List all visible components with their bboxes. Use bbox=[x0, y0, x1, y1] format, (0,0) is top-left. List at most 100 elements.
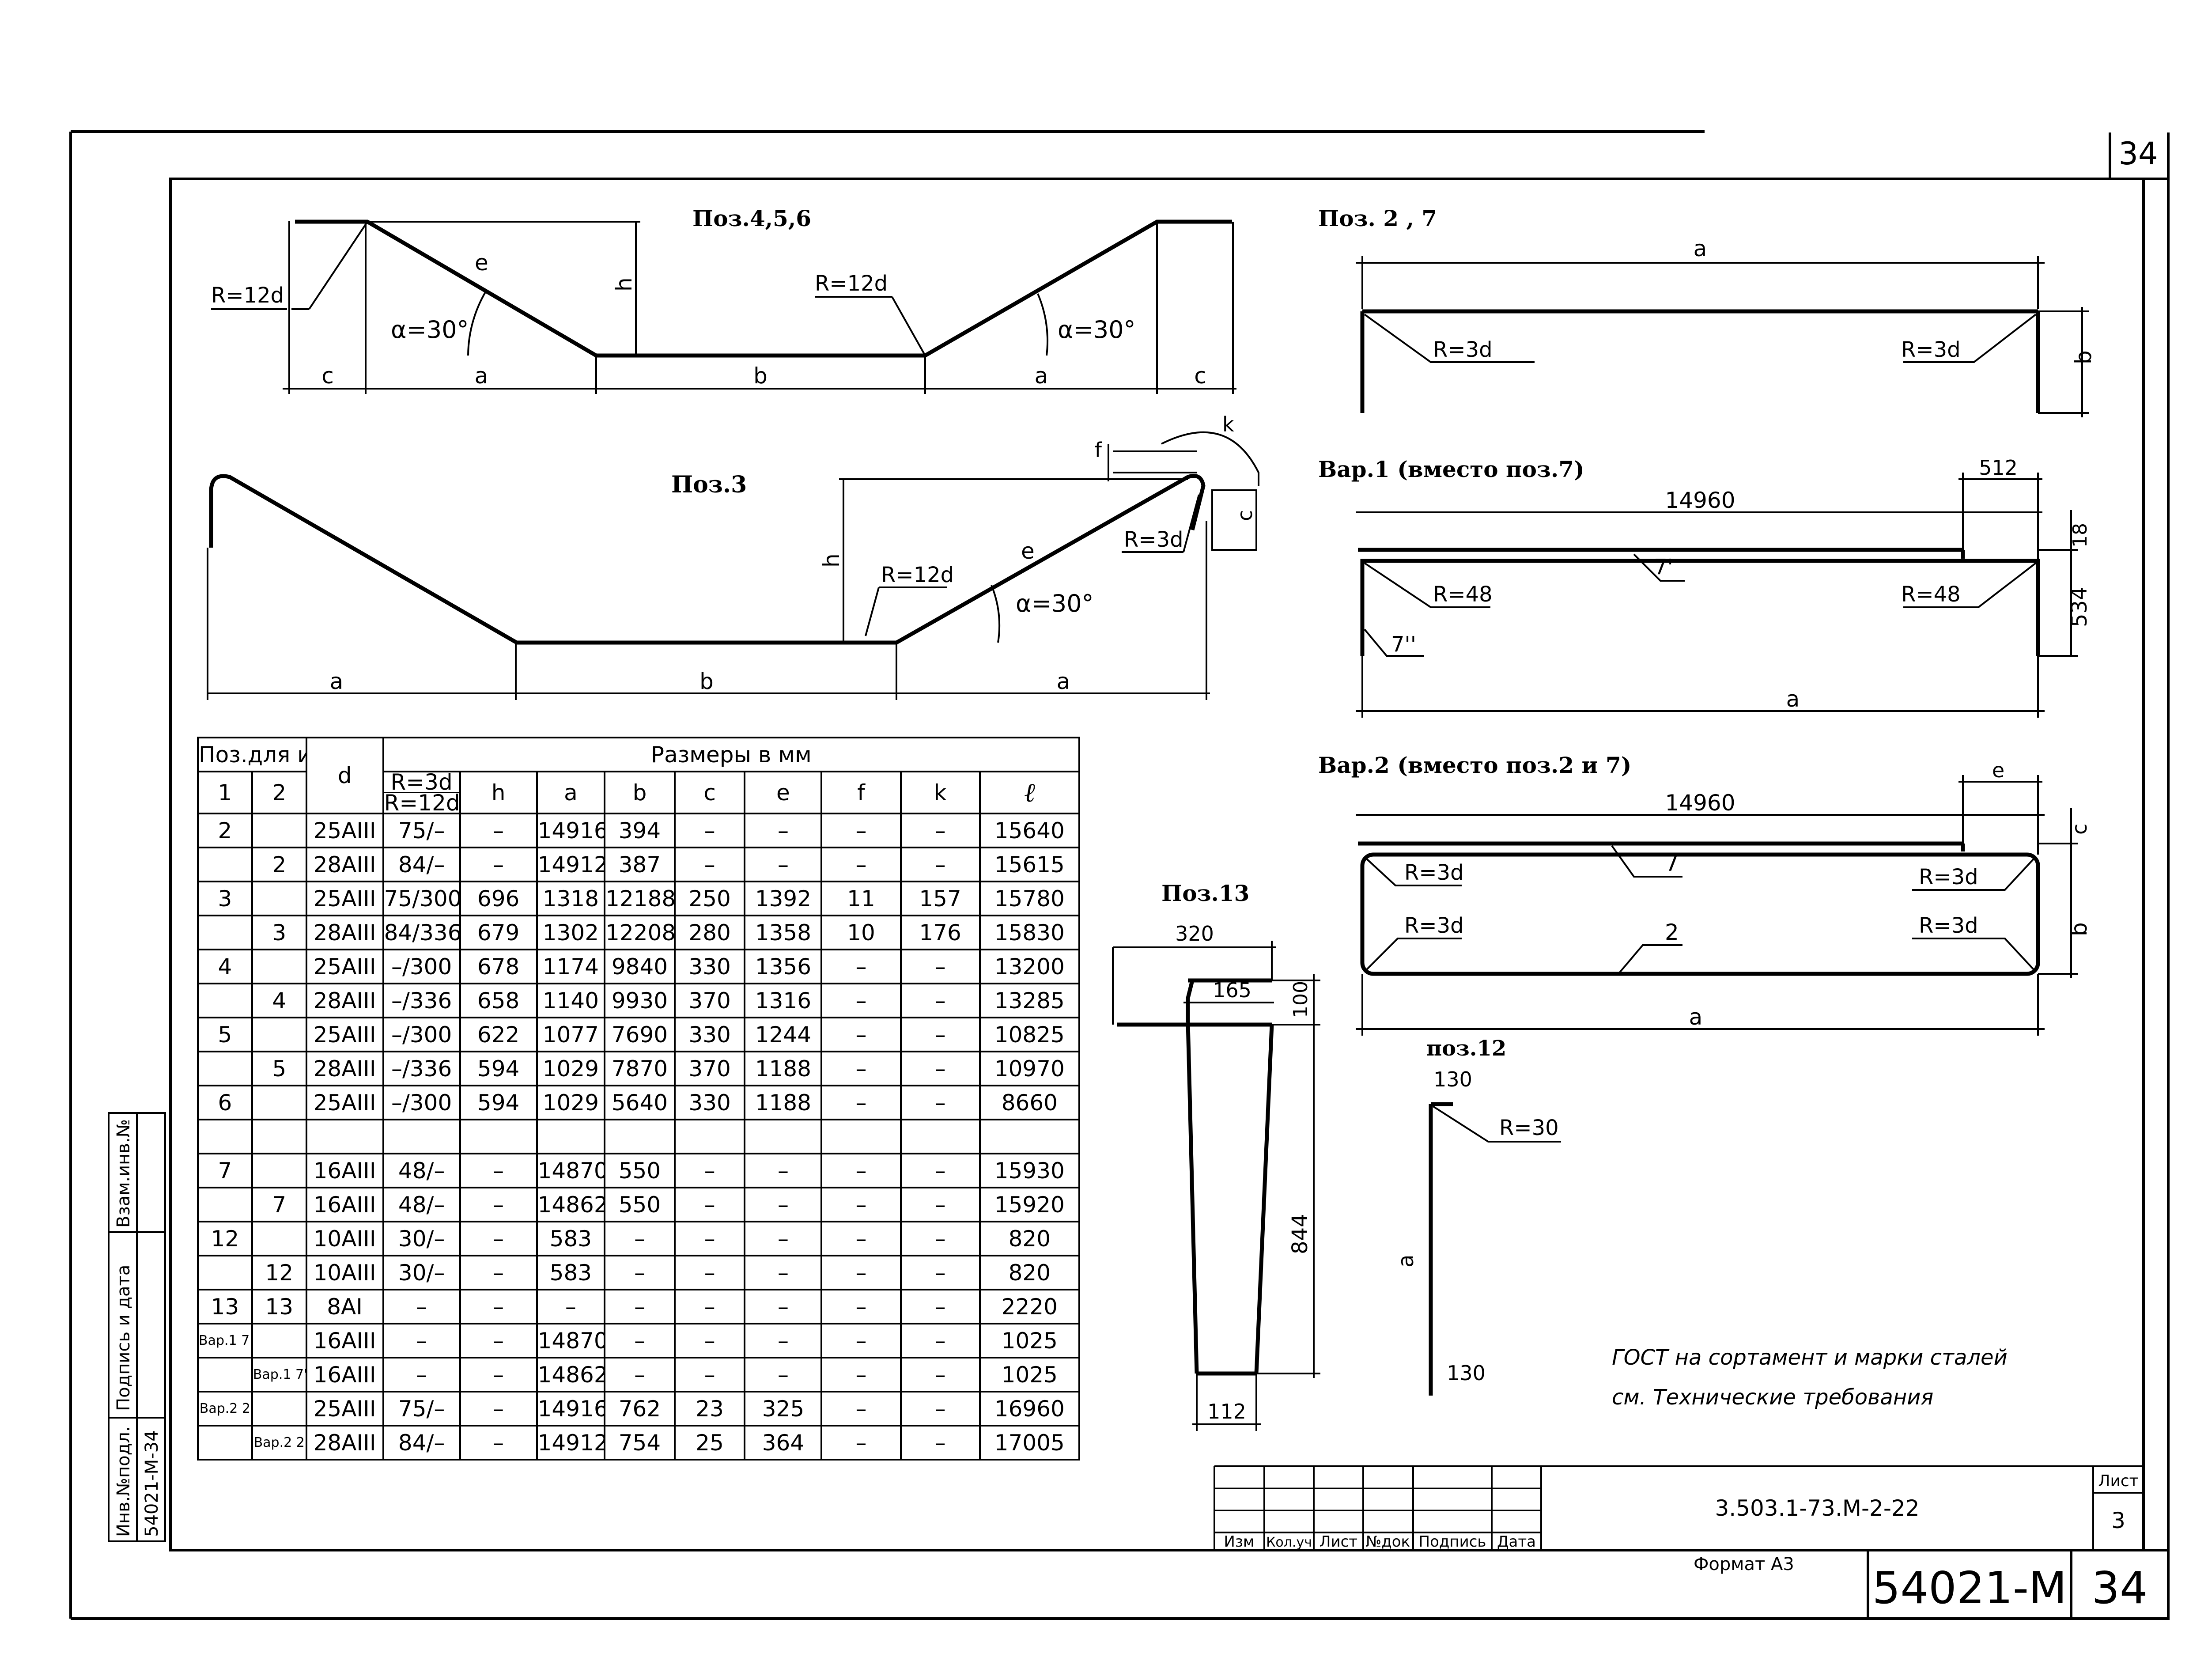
var2-p2: 2 bbox=[1665, 919, 1679, 945]
table-cell-h: 696 bbox=[459, 881, 538, 916]
pos13-drawing: Поз.13 320 165 100 844 112 bbox=[1112, 880, 1320, 1431]
side-stamp-inv-num: 54021-М-34 bbox=[142, 1430, 162, 1537]
pos13-left-side bbox=[1186, 1022, 1199, 1374]
pos456-angle-arc-right bbox=[1037, 293, 1048, 356]
table-cell-a: 14916 bbox=[536, 1391, 606, 1426]
table-cell-f bbox=[820, 1119, 902, 1154]
table-cell-c: – bbox=[673, 1255, 746, 1290]
side-stamp-vzam: Взам.инв.№ bbox=[113, 1119, 134, 1228]
table-cell-p1 bbox=[197, 1255, 253, 1290]
table-cell-f: – bbox=[820, 983, 902, 1018]
table-cell-l: 820 bbox=[979, 1255, 1081, 1290]
table-cell-k: – bbox=[900, 1051, 981, 1086]
table-cell-r: –/300 bbox=[382, 1085, 461, 1120]
table-cell-r: –/336 bbox=[382, 1051, 461, 1086]
table-col-d: d bbox=[305, 737, 384, 814]
table-cell-k: – bbox=[900, 1221, 981, 1256]
bottom-stamp-code: 54021-М bbox=[1872, 1562, 2067, 1614]
table-cell-k: – bbox=[900, 1085, 981, 1120]
table-cell-h: – bbox=[459, 813, 538, 848]
table-cell-c: 370 bbox=[673, 1051, 746, 1086]
table-cell-f: – bbox=[820, 1357, 902, 1392]
table-cell-r: 84/336 bbox=[382, 915, 461, 950]
title-block: Изм Кол.уч Лист №док Подпись Дата 3.503.… bbox=[1214, 1465, 2144, 1574]
table-cell-e: 325 bbox=[744, 1391, 823, 1426]
table-cell-f: – bbox=[820, 1017, 902, 1052]
table-cell-r: – bbox=[382, 1323, 461, 1358]
tb-header-koluch: Кол.уч bbox=[1266, 1535, 1312, 1550]
table-cell-k: – bbox=[900, 1255, 981, 1290]
pos13-right-side bbox=[1254, 1024, 1274, 1374]
pos456-r12d-left: R=12d bbox=[211, 283, 284, 308]
table-cell-h: 678 bbox=[459, 949, 538, 984]
table-cell-f: – bbox=[820, 1425, 902, 1461]
table-col-e: e bbox=[744, 771, 823, 814]
pos13-100: 100 bbox=[1289, 981, 1312, 1018]
table-cell-l: 15780 bbox=[979, 881, 1081, 916]
table-cell-e: 364 bbox=[744, 1425, 823, 1461]
table-cell-a: 14912 bbox=[536, 847, 606, 882]
table-cell-p2: 7 bbox=[251, 1187, 307, 1222]
leader-line bbox=[1432, 1105, 1561, 1143]
table-cell-d: 25AIII bbox=[305, 881, 384, 916]
pos456-angle-arc-left bbox=[467, 291, 487, 356]
table-cell-b: 754 bbox=[604, 1425, 676, 1461]
table-cell-a: 14870 bbox=[536, 1153, 606, 1188]
table-cell-h: – bbox=[459, 1425, 538, 1461]
table-cell-l: 15615 bbox=[979, 847, 1081, 882]
var2-r-tl: R=3d bbox=[1404, 860, 1464, 885]
table-cell-c: – bbox=[673, 1221, 746, 1256]
table-cell-p2: 4 bbox=[251, 983, 307, 1018]
pos12-title: поз.12 bbox=[1426, 1036, 1506, 1061]
var1-p7a: 7' bbox=[1654, 555, 1673, 579]
table-cell-b: 7870 bbox=[604, 1051, 676, 1086]
table-cell-f: – bbox=[820, 1085, 902, 1120]
table-cell-l: 1025 bbox=[979, 1323, 1081, 1358]
table-cell-f: – bbox=[820, 1323, 902, 1358]
pos3-r12d: R=12d bbox=[881, 563, 954, 587]
pos3-dim-a2: a bbox=[1057, 669, 1070, 694]
table-cell-c: 330 bbox=[673, 1085, 746, 1120]
table-cell-d: 25AIII bbox=[305, 1085, 384, 1120]
table-cell-l: 15920 bbox=[979, 1187, 1081, 1222]
table-cell-c: 25 bbox=[673, 1425, 746, 1461]
table-cell-p1 bbox=[197, 1357, 253, 1392]
table-cell-c: – bbox=[673, 813, 746, 848]
table-cell-a: 1174 bbox=[536, 949, 606, 984]
table-cell-a: 1140 bbox=[536, 983, 606, 1018]
table-cell-c: 280 bbox=[673, 915, 746, 950]
table-cell-b: 12188 bbox=[604, 881, 676, 916]
table-cell-p1: 6 bbox=[197, 1085, 253, 1120]
table-cell-c: 250 bbox=[673, 881, 746, 916]
table-cell-l: 2220 bbox=[979, 1289, 1081, 1324]
pos12-bottom: 130 bbox=[1447, 1361, 1486, 1385]
table-cell-p1: 13 bbox=[197, 1289, 253, 1324]
pos456-alpha-right: α=30° bbox=[1058, 316, 1136, 344]
var1-534: 534 bbox=[2067, 586, 2092, 627]
table-cell-l: 13200 bbox=[979, 949, 1081, 984]
table-cell-r: 75/– bbox=[382, 813, 461, 848]
leader-line bbox=[1611, 845, 1682, 878]
table-cell-a: – bbox=[536, 1289, 606, 1324]
pos456-dim-b: b bbox=[753, 363, 768, 389]
tb-sheet-label: Лист bbox=[2098, 1472, 2138, 1490]
table-cell-b: 5640 bbox=[604, 1085, 676, 1120]
pos3-dim-b: b bbox=[699, 669, 714, 694]
table-cell-p1 bbox=[197, 1187, 253, 1222]
pos456-bar-shape bbox=[295, 219, 1232, 358]
table-cell-k: – bbox=[900, 949, 981, 984]
pos27-drawing: Поз. 2 , 7 a b R=3d R=3d bbox=[1318, 205, 2096, 417]
table-cell-k: – bbox=[900, 1391, 981, 1426]
table-cell-a: 14870 bbox=[536, 1323, 606, 1358]
table-cell-k: – bbox=[900, 983, 981, 1018]
table-col-p1: 1 bbox=[197, 771, 253, 814]
pos27-b-label: b bbox=[2071, 350, 2096, 364]
table-row: Вар.1 7''16AIII––14870–––––1025 bbox=[197, 1323, 1081, 1358]
table-cell-e: 1316 bbox=[744, 983, 823, 1018]
var2-title: Вар.2 (вместо поз.2 и 7) bbox=[1318, 752, 1631, 778]
